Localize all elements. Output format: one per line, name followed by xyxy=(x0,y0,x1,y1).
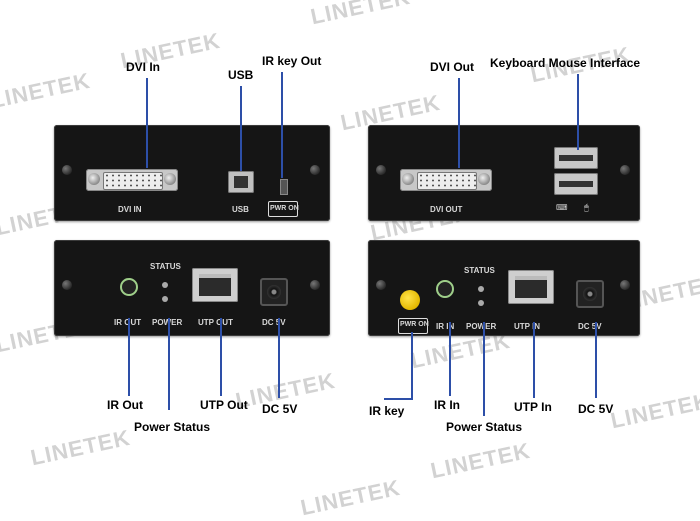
status-label: STATUS xyxy=(464,266,495,275)
screw xyxy=(62,280,72,290)
watermark: LINETEK xyxy=(28,424,133,471)
callout-power-status: Power Status xyxy=(134,420,211,434)
ir-in-label: IR IN xyxy=(436,322,455,331)
power-led xyxy=(162,296,168,302)
leader-line xyxy=(278,318,280,398)
leader-line xyxy=(281,72,283,178)
callout-ir-in: IR In xyxy=(434,398,460,412)
callout-keyboard-mouse-interface: Keyboard Mouse Interface xyxy=(490,56,641,70)
mouse-usb-port xyxy=(554,173,598,195)
callout-usb: USB xyxy=(228,68,254,82)
dvi-out-port xyxy=(400,169,492,191)
callout-utp-out: UTP Out xyxy=(200,398,248,412)
watermark: LINETEK xyxy=(608,387,700,434)
dvi-in-label: DVI IN xyxy=(118,205,142,214)
utp-in-label: UTP IN xyxy=(514,322,541,331)
callout-dvi-out: DVI Out xyxy=(430,60,474,74)
pwr-on-switch xyxy=(268,201,298,217)
power-label: POWER xyxy=(152,318,182,327)
dvi-in-port xyxy=(86,169,178,191)
power-label: POWER xyxy=(466,322,497,331)
screw xyxy=(62,165,72,175)
screw xyxy=(620,280,630,290)
callout-dc-5v: DC 5V xyxy=(262,402,298,416)
screw xyxy=(376,165,386,175)
callout-ir-key-out: IR key Out xyxy=(262,54,322,68)
pwr-on-switch xyxy=(398,318,428,334)
keyboard-usb-port xyxy=(554,147,598,169)
watermark: LINETEK xyxy=(0,67,93,114)
transmitter-front-panel: DVI IN USB PWR ON xyxy=(54,125,330,221)
ir-key-out-port xyxy=(280,179,288,195)
ir-in-jack xyxy=(436,280,454,298)
dc-5v-jack xyxy=(576,280,604,308)
power-led xyxy=(478,300,484,306)
utp-out-port xyxy=(192,268,238,302)
leader-line xyxy=(384,398,413,400)
dc-5v-label: DC 5V xyxy=(578,322,602,331)
screw xyxy=(310,165,320,175)
leader-line xyxy=(483,322,485,416)
leader-line xyxy=(577,74,579,150)
status-led xyxy=(162,282,168,288)
dc-5v-jack xyxy=(260,278,288,306)
dvi-out-label: DVI OUT xyxy=(430,205,463,214)
leader-line xyxy=(533,322,535,398)
screw xyxy=(376,280,386,290)
utp-in-port xyxy=(508,270,554,304)
leader-line xyxy=(240,86,242,171)
utp-out-label: UTP OUT xyxy=(198,318,233,327)
leader-line xyxy=(595,322,597,398)
callout-power-status: Power Status xyxy=(446,420,523,434)
transmitter-rear-panel: IR OUT STATUS POWER UTP OUT DC 5V xyxy=(54,240,330,336)
leader-line xyxy=(411,332,413,400)
callout-dc-5v: DC 5V xyxy=(578,402,614,416)
callout-utp-in: UTP In xyxy=(514,400,552,414)
leader-line xyxy=(128,318,130,396)
watermark: LINETEK xyxy=(298,474,403,521)
screw xyxy=(620,165,630,175)
callout-ir-key: IR key xyxy=(369,404,405,418)
leader-line xyxy=(449,322,451,396)
leader-line xyxy=(168,318,170,410)
ir-out-jack xyxy=(120,278,138,296)
callout-dvi-in: DVI In xyxy=(126,60,161,74)
keyboard-icon: ⌨ xyxy=(556,203,568,212)
usb-port xyxy=(228,171,254,193)
status-label: STATUS xyxy=(150,262,181,271)
watermark: LINETEK xyxy=(428,437,533,484)
leader-line xyxy=(146,78,148,168)
usb-label: USB xyxy=(232,205,249,214)
ir-key-button xyxy=(400,290,420,310)
ir-out-label: IR OUT xyxy=(114,318,142,327)
screw xyxy=(310,280,320,290)
status-led xyxy=(478,286,484,292)
leader-line xyxy=(458,78,460,168)
mouse-icon: 🖱 xyxy=(584,203,589,212)
receiver-front-panel: DVI OUT ⌨ 🖱 xyxy=(368,125,640,221)
dc-5v-label: DC 5V xyxy=(262,318,286,327)
pwr-on-label: PWR ON xyxy=(400,321,429,328)
leader-line xyxy=(220,318,222,396)
watermark: LINETEK xyxy=(308,0,413,30)
pwr-on-label: PWR ON xyxy=(270,205,299,212)
callout-ir-out: IR Out xyxy=(107,398,143,412)
receiver-rear-panel: PWR ON IR IN STATUS POWER UTP IN DC 5V xyxy=(368,240,640,336)
